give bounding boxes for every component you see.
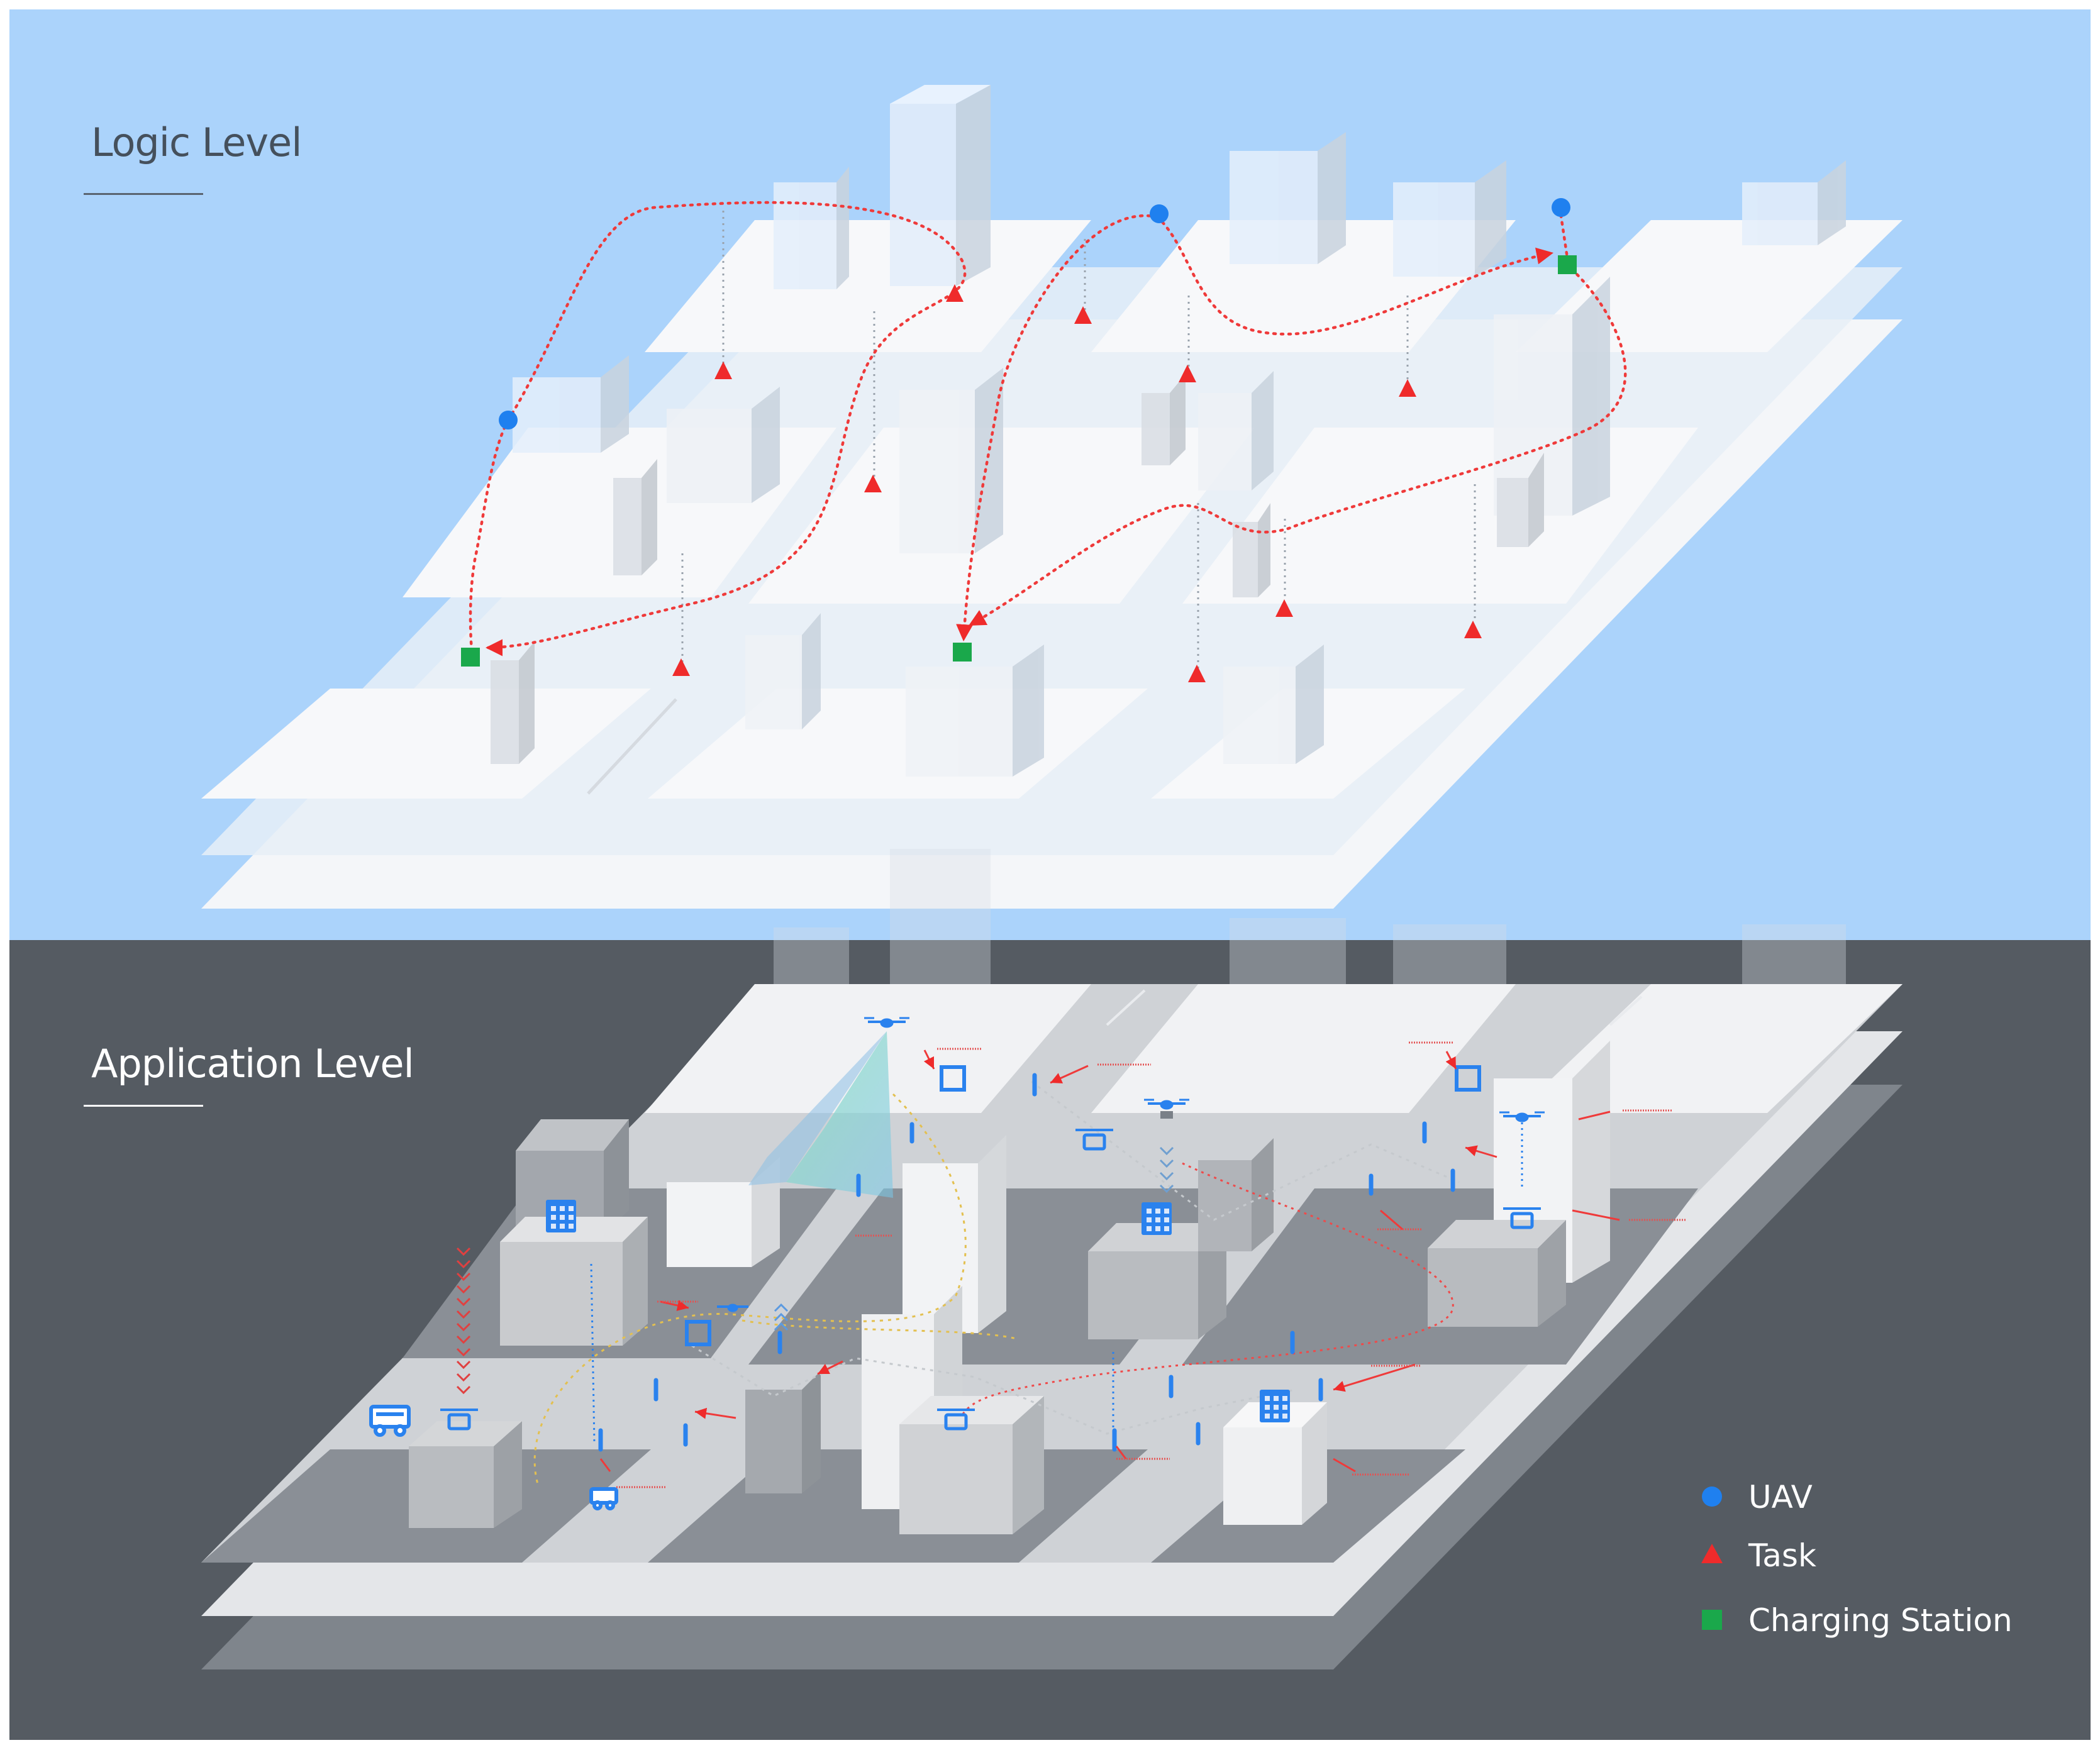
application-level-city	[201, 849, 1903, 1669]
app-top-plates	[645, 984, 1903, 1113]
route-5	[967, 262, 1627, 628]
logic-level-city	[201, 85, 1903, 909]
station-markers	[461, 255, 1577, 667]
descent-chevrons	[456, 1146, 1174, 1395]
logic-drop-lines	[681, 211, 1476, 670]
delivery-vehicle-icon	[589, 1487, 618, 1510]
logic-block	[1516, 220, 1903, 352]
logic-level-underline	[84, 193, 203, 195]
uav-dot-icon	[1702, 1486, 1722, 1507]
route-1	[484, 201, 967, 656]
legend-markers	[1701, 1486, 1723, 1630]
target-markers	[685, 1065, 1481, 1346]
building-icon-windows	[551, 1206, 1287, 1419]
legend-label-uav: UAV	[1748, 1479, 1813, 1515]
task-triangle-icon	[946, 284, 964, 302]
drone-icon	[1144, 1099, 1189, 1119]
application-level-underline	[84, 1105, 203, 1107]
task-triangle-icon	[714, 362, 732, 379]
uav-dot-icon	[1552, 198, 1570, 217]
uav-dot-icon	[1150, 204, 1169, 223]
task-markers	[672, 284, 1482, 682]
task-triangle-icon	[1275, 599, 1293, 617]
drone-icon	[864, 1017, 909, 1028]
charging-station-square-icon	[1702, 1610, 1722, 1630]
logic-road-line	[587, 698, 677, 795]
uav-markers	[499, 198, 1570, 429]
app-buildings	[409, 1041, 1610, 1534]
charging-station-square-icon	[953, 643, 972, 662]
sensor-posts	[598, 1073, 1455, 1452]
drone-icons	[440, 1017, 1545, 1431]
drone-icon	[1503, 1207, 1541, 1229]
callout-text-marks	[616, 1041, 1686, 1488]
application-level-title: Application Level	[91, 1041, 414, 1087]
route-4	[1155, 215, 1555, 336]
charging-station-square-icon	[1558, 255, 1577, 274]
app-roads	[1106, 989, 1643, 1026]
drone-icon	[440, 1409, 478, 1431]
task-triangle-icon	[1701, 1544, 1723, 1563]
task-triangle-icon	[1464, 621, 1482, 638]
legend-label-charging-station: Charging Station	[1748, 1602, 2013, 1639]
drone-icon	[717, 1304, 748, 1312]
delivery-vehicle-icon	[369, 1405, 411, 1437]
legend-label-task: Task	[1748, 1537, 1816, 1574]
task-triangle-icon	[1179, 365, 1196, 382]
task-triangle-icon	[1399, 379, 1416, 397]
app-network-links	[533, 1080, 1523, 1485]
route-3	[956, 214, 1159, 643]
target-square-icon	[1455, 1065, 1481, 1092]
task-triangle-icon	[864, 475, 882, 492]
charging-station-square-icon	[461, 648, 480, 667]
target-square-icon	[940, 1065, 966, 1092]
uav-dot-icon	[499, 411, 518, 429]
target-square-icon	[685, 1320, 711, 1346]
callout-pointers	[599, 1049, 1620, 1473]
logic-buildings	[491, 85, 1846, 777]
drone-icon	[937, 1409, 975, 1431]
drone-icon	[1499, 1111, 1545, 1122]
logic-block	[201, 689, 651, 799]
task-triangle-icon	[672, 658, 690, 676]
sensing-cones	[748, 1031, 893, 1198]
task-triangle-icon	[1188, 665, 1206, 682]
vehicle-icons	[369, 1405, 618, 1510]
task-triangle-icon	[1074, 306, 1092, 324]
logic-level-title: Logic Level	[91, 119, 302, 165]
drone-icon	[1075, 1129, 1113, 1151]
route-2	[469, 418, 510, 653]
